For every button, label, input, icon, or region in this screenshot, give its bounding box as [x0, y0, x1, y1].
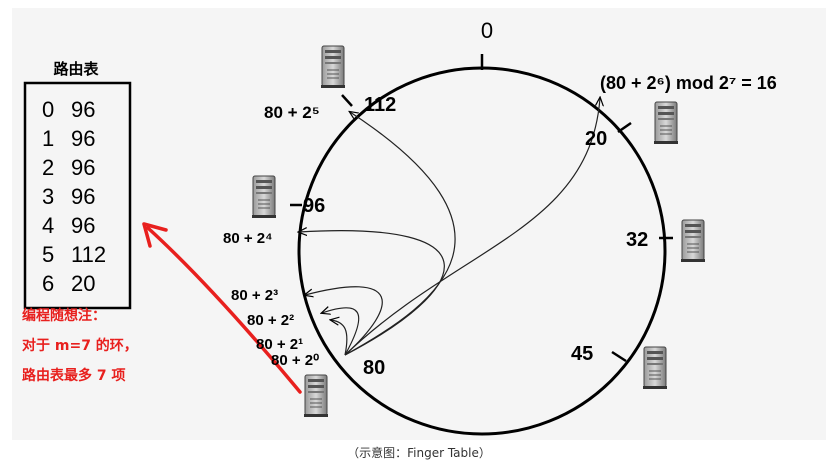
table-row-index: 2 [42, 155, 54, 180]
node-label-32: 32 [626, 229, 648, 251]
table-row-index: 4 [42, 213, 54, 238]
node-label-45: 45 [571, 343, 593, 365]
table-row-index: 5 [42, 242, 54, 267]
note-line-1: 编程随想注： [22, 307, 106, 324]
finger-label-5: 80 + 2⁵ [264, 103, 320, 122]
chord-ring [297, 66, 667, 436]
finger-label-4: 80 + 2⁴ [223, 230, 273, 247]
annotation-red-arrow [142, 222, 302, 394]
table-row-node: 96 [71, 213, 95, 238]
node-label-96: 96 [303, 195, 325, 217]
table-row-node: 96 [71, 184, 95, 209]
finger-arrows [299, 98, 600, 356]
note-line-2: 对于 m=7 的环， [22, 337, 138, 354]
table-row-index: 6 [42, 271, 54, 296]
ring-ticks [290, 54, 673, 363]
server-icon [680, 219, 706, 263]
ring-origin-label: 0 [481, 18, 493, 43]
server-icon [653, 101, 679, 145]
routing-table-rows: 0 96 1 96 2 96 3 96 4 96 5 112 6 20 [42, 97, 106, 296]
finger-label-1: 80 + 2¹ [256, 336, 303, 353]
figure-caption: （示意图：Finger Table） [347, 446, 491, 460]
routing-table-title: 路由表 [53, 60, 99, 78]
table-row-index: 1 [42, 126, 54, 151]
table-row-node: 96 [71, 97, 95, 122]
server-icon [320, 45, 346, 89]
finger-label-2: 80 + 2² [247, 312, 294, 329]
server-icon [303, 374, 329, 418]
note-line-3: 路由表最多 7 项 [22, 367, 126, 384]
node-label-80: 80 [363, 357, 385, 379]
server-icon [642, 346, 668, 390]
server-icon [251, 175, 277, 219]
wraparound-formula: (80 + 2⁶) mod 2⁷ = 16 [600, 73, 777, 93]
routing-table-box [23, 81, 132, 310]
node-label-20: 20 [585, 128, 607, 150]
table-row-index: 0 [42, 97, 54, 122]
table-row-node: 96 [71, 155, 95, 180]
table-row-node: 96 [71, 126, 95, 151]
annotation-note: 编程随想注： 对于 m=7 的环， 路由表最多 7 项 [22, 307, 138, 384]
finger-label-0: 80 + 2⁰ [271, 352, 319, 369]
table-row-node: 112 [71, 242, 106, 267]
table-row-node: 20 [71, 271, 95, 296]
finger-label-3: 80 + 2³ [231, 287, 278, 304]
node-label-112: 112 [364, 94, 396, 116]
table-row-index: 3 [42, 184, 54, 209]
